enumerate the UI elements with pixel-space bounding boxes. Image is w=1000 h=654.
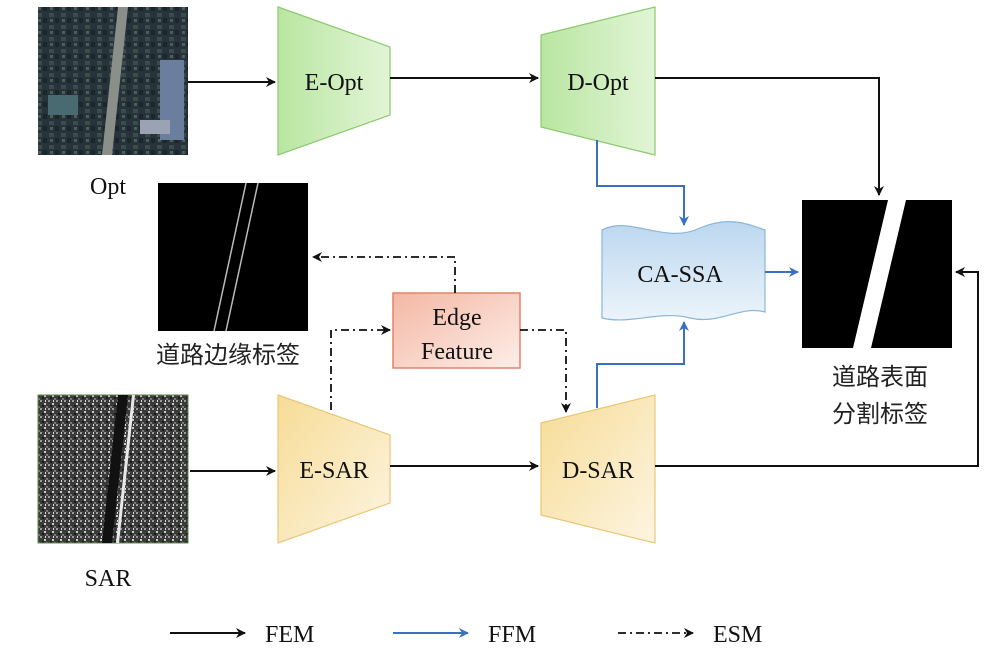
opt-caption: Opt xyxy=(90,174,126,200)
edge-label-caption: 道路边缘标签 xyxy=(156,341,300,369)
arrow-e-sar-to-edge-feature xyxy=(330,325,391,410)
legend-label-ffm: FFM xyxy=(488,622,536,648)
arrow-d-sar-to-ca-ssa xyxy=(596,321,689,408)
segmentation-label-caption-line2: 分割标签 xyxy=(832,400,928,428)
legend-item-fem: FEM xyxy=(170,622,314,648)
d-opt-module: D-Opt xyxy=(540,6,656,156)
edge-feature-label-line2: Feature xyxy=(421,339,493,365)
e-sar-label: E-SAR xyxy=(299,458,368,484)
segmentation-label-caption-line1: 道路表面 xyxy=(832,363,928,391)
e-opt-label: E-Opt xyxy=(305,70,364,96)
legend: FEM FFM ESM xyxy=(170,622,762,648)
ffm-arrows xyxy=(596,140,799,408)
arrow-d-sar-to-seg-label xyxy=(655,267,979,467)
legend-label-esm: ESM xyxy=(713,622,762,648)
arrow-d-opt-to-seg-label xyxy=(655,77,884,196)
edge-feature-module: Edge Feature xyxy=(392,292,521,369)
e-sar-module: E-SAR xyxy=(277,394,391,544)
sar-caption: SAR xyxy=(85,566,132,592)
legend-item-esm: ESM xyxy=(618,622,762,648)
edge-feature-label-line1: Edge xyxy=(432,305,481,331)
d-sar-label: D-SAR xyxy=(562,458,634,484)
ca-ssa-label: CA-SSA xyxy=(637,262,723,288)
e-opt-module: E-Opt xyxy=(277,6,391,156)
road-edge-label-image xyxy=(158,182,308,332)
road-segmentation-label-image xyxy=(802,200,952,348)
optical-image xyxy=(38,7,188,155)
d-opt-label: D-Opt xyxy=(567,70,629,96)
sar-image xyxy=(37,394,189,544)
esm-arrows xyxy=(312,252,571,413)
fem-arrows xyxy=(188,73,979,476)
d-sar-module: D-SAR xyxy=(540,394,656,544)
arrow-edge-feature-to-edge-label xyxy=(312,252,456,293)
arrow-edge-feature-to-d-sar xyxy=(520,329,571,413)
legend-item-ffm: FFM xyxy=(393,622,536,648)
arrow-d-opt-to-ca-ssa xyxy=(596,140,689,226)
ca-ssa-module: CA-SSA xyxy=(601,221,766,321)
legend-label-fem: FEM xyxy=(265,622,314,648)
